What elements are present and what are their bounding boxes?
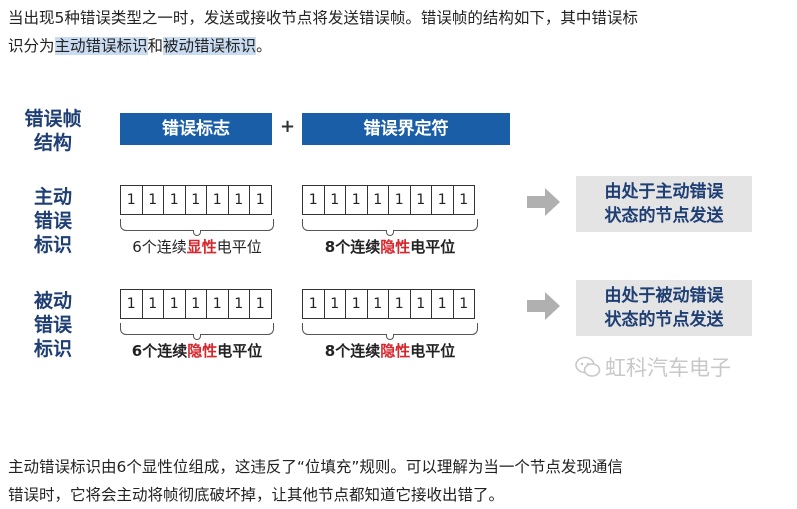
outro-line-1: 主动错误标识由6个显性位组成，这违反了“位填充”规则。可以理解为当一个节点发现通… bbox=[8, 458, 623, 476]
active-flag-highlight: 主动错误标识 bbox=[54, 37, 148, 55]
passive-label-line-1: 被动 bbox=[33, 290, 72, 312]
bit-cell: 1 bbox=[323, 289, 345, 319]
bit-cell: 1 bbox=[184, 185, 206, 215]
bit-cell: 1 bbox=[345, 289, 367, 319]
caption-red: 隐性 bbox=[380, 342, 411, 360]
bit-cell: 1 bbox=[184, 289, 206, 319]
passive-flag-highlight: 被动错误标识 bbox=[163, 37, 257, 55]
caption-post: 电平位 bbox=[217, 342, 263, 360]
passive-result-box: 由处于被动错误 状态的节点发送 bbox=[576, 280, 752, 336]
active-delimiter-caption: 8个连续隐性电平位 bbox=[300, 237, 480, 257]
outro-line-2: 错误时，它将会主动将帧彻底破坏掉，让其他节点都知道它接收出错了。 bbox=[8, 486, 505, 504]
passive-result-line-1: 由处于被动错误 bbox=[604, 286, 724, 306]
bit-cell: 1 bbox=[141, 185, 163, 215]
watermark-text: 虹科汽车电子 bbox=[605, 356, 731, 380]
bit-cell: 1 bbox=[163, 289, 185, 319]
passive-row-label: 被动 错误 标识 bbox=[14, 289, 92, 361]
passive-label-line-2: 错误 bbox=[33, 314, 72, 336]
intro-prefix: 识分为 bbox=[8, 37, 55, 55]
intro-line-1: 当出现5种错误类型之一时，发送或接收节点将发送错误帧。错误帧的结构如下，其中错误… bbox=[8, 9, 638, 27]
intro-end: 。 bbox=[256, 37, 272, 55]
bit-cell: 1 bbox=[388, 289, 410, 319]
outro-paragraph: 主动错误标识由6个显性位组成，这违反了“位填充”规则。可以理解为当一个节点发现通… bbox=[8, 453, 790, 509]
bit-cell: 1 bbox=[409, 185, 431, 215]
plus-sign: + bbox=[280, 116, 296, 137]
caption-red: 隐性 bbox=[380, 238, 411, 256]
bit-cell: 1 bbox=[120, 289, 142, 319]
bit-cell: 1 bbox=[227, 185, 249, 215]
structure-label-line-1: 错误帧 bbox=[24, 108, 82, 130]
passive-flag-caption: 6个连续隐性电平位 bbox=[110, 341, 284, 361]
bit-cell: 1 bbox=[302, 185, 324, 215]
bit-cell: 1 bbox=[345, 185, 367, 215]
caption-red: 显性 bbox=[186, 238, 217, 256]
passive-label-line-3: 标识 bbox=[33, 338, 72, 360]
arrow-right-icon bbox=[527, 292, 560, 320]
error-flag-box: 错误标志 bbox=[120, 113, 272, 145]
bit-cell: 1 bbox=[120, 185, 142, 215]
passive-delimiter-brace bbox=[302, 323, 478, 340]
arrow-right-icon bbox=[527, 188, 560, 216]
bit-cell: 1 bbox=[206, 289, 228, 319]
caption-red: 隐性 bbox=[187, 342, 218, 360]
caption-pre: 6个连续 bbox=[131, 342, 188, 360]
active-flag-brace bbox=[120, 219, 274, 236]
passive-flag-brace bbox=[120, 323, 274, 340]
bit-cell: 1 bbox=[163, 185, 185, 215]
bit-cell: 1 bbox=[323, 185, 345, 215]
active-flag-caption: 6个连续显性电平位 bbox=[110, 237, 284, 257]
bit-cell: 1 bbox=[409, 289, 431, 319]
caption-pre: 8个连续 bbox=[324, 342, 381, 360]
watermark: 虹科汽车电子 bbox=[575, 352, 731, 382]
bit-cell: 1 bbox=[366, 185, 388, 215]
structure-label: 错误帧 结构 bbox=[14, 107, 92, 155]
passive-delimiter-bits: 1 1 1 1 1 1 1 1 bbox=[302, 289, 475, 319]
bit-cell: 1 bbox=[452, 185, 475, 215]
active-flag-bits: 1 1 1 1 1 1 1 bbox=[120, 185, 272, 215]
bit-cell: 1 bbox=[431, 185, 453, 215]
bit-cell: 1 bbox=[227, 289, 249, 319]
bit-cell: 1 bbox=[249, 289, 272, 319]
error-delimiter-box: 错误界定符 bbox=[302, 113, 510, 145]
bit-cell: 1 bbox=[431, 289, 453, 319]
bit-cell: 1 bbox=[302, 289, 324, 319]
active-label-line-2: 错误 bbox=[33, 210, 72, 232]
active-row-label: 主动 错误 标识 bbox=[14, 185, 92, 257]
intro-conj: 和 bbox=[147, 37, 164, 55]
active-result-line-2: 状态的节点发送 bbox=[604, 206, 724, 226]
intro-paragraph: 当出现5种错误类型之一时，发送或接收节点将发送错误帧。错误帧的结构如下，其中错误… bbox=[8, 4, 790, 60]
caption-post: 电平位 bbox=[410, 342, 456, 360]
bit-cell: 1 bbox=[366, 289, 388, 319]
active-result-line-1: 由处于主动错误 bbox=[604, 182, 724, 202]
wechat-icon bbox=[575, 356, 601, 377]
caption-post: 电平位 bbox=[216, 238, 262, 256]
passive-delimiter-caption: 8个连续隐性电平位 bbox=[300, 341, 480, 361]
intro-line-2: 识分为主动错误标识和被动错误标识。 bbox=[8, 32, 790, 60]
active-result-box: 由处于主动错误 状态的节点发送 bbox=[576, 176, 752, 232]
caption-pre: 8个连续 bbox=[324, 238, 381, 256]
bit-cell: 1 bbox=[206, 185, 228, 215]
structure-label-line-2: 结构 bbox=[33, 132, 72, 154]
active-label-line-3: 标识 bbox=[33, 234, 72, 256]
bit-cell: 1 bbox=[452, 289, 475, 319]
bit-cell: 1 bbox=[388, 185, 410, 215]
active-delimiter-brace bbox=[302, 219, 478, 236]
caption-pre: 6个连续 bbox=[132, 238, 187, 256]
active-delimiter-bits: 1 1 1 1 1 1 1 1 bbox=[302, 185, 475, 215]
bit-cell: 1 bbox=[249, 185, 272, 215]
passive-flag-bits: 1 1 1 1 1 1 1 bbox=[120, 289, 272, 319]
caption-post: 电平位 bbox=[410, 238, 456, 256]
active-label-line-1: 主动 bbox=[33, 186, 72, 208]
bit-cell: 1 bbox=[141, 289, 163, 319]
passive-result-line-2: 状态的节点发送 bbox=[604, 310, 724, 330]
